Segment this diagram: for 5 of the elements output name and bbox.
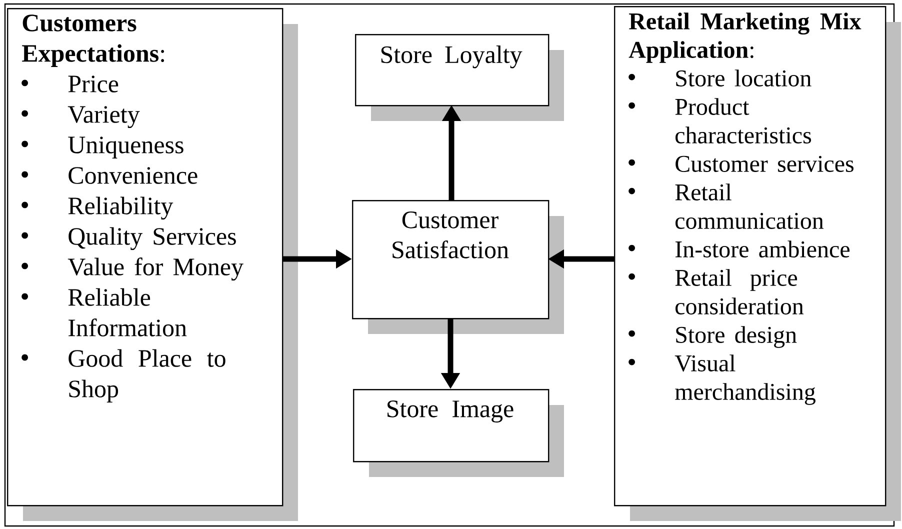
- process-box: Store Loyalty: [355, 34, 564, 121]
- process-box: Customer Satisfaction: [352, 200, 564, 334]
- list-box: Customers Expectations: Price Variety Uniqueness Convenience Reliability Quality Services Value for Money Reliable Information Good Place to Shop: [7, 8, 298, 521]
- list-box: Retail Marketing Mix Application: Store location Product characteristics Customer services Retail communication In-store ambience Retail price consideration Store design Visual merchandising: [614, 6, 901, 521]
- process-box: Store Image: [353, 388, 564, 477]
